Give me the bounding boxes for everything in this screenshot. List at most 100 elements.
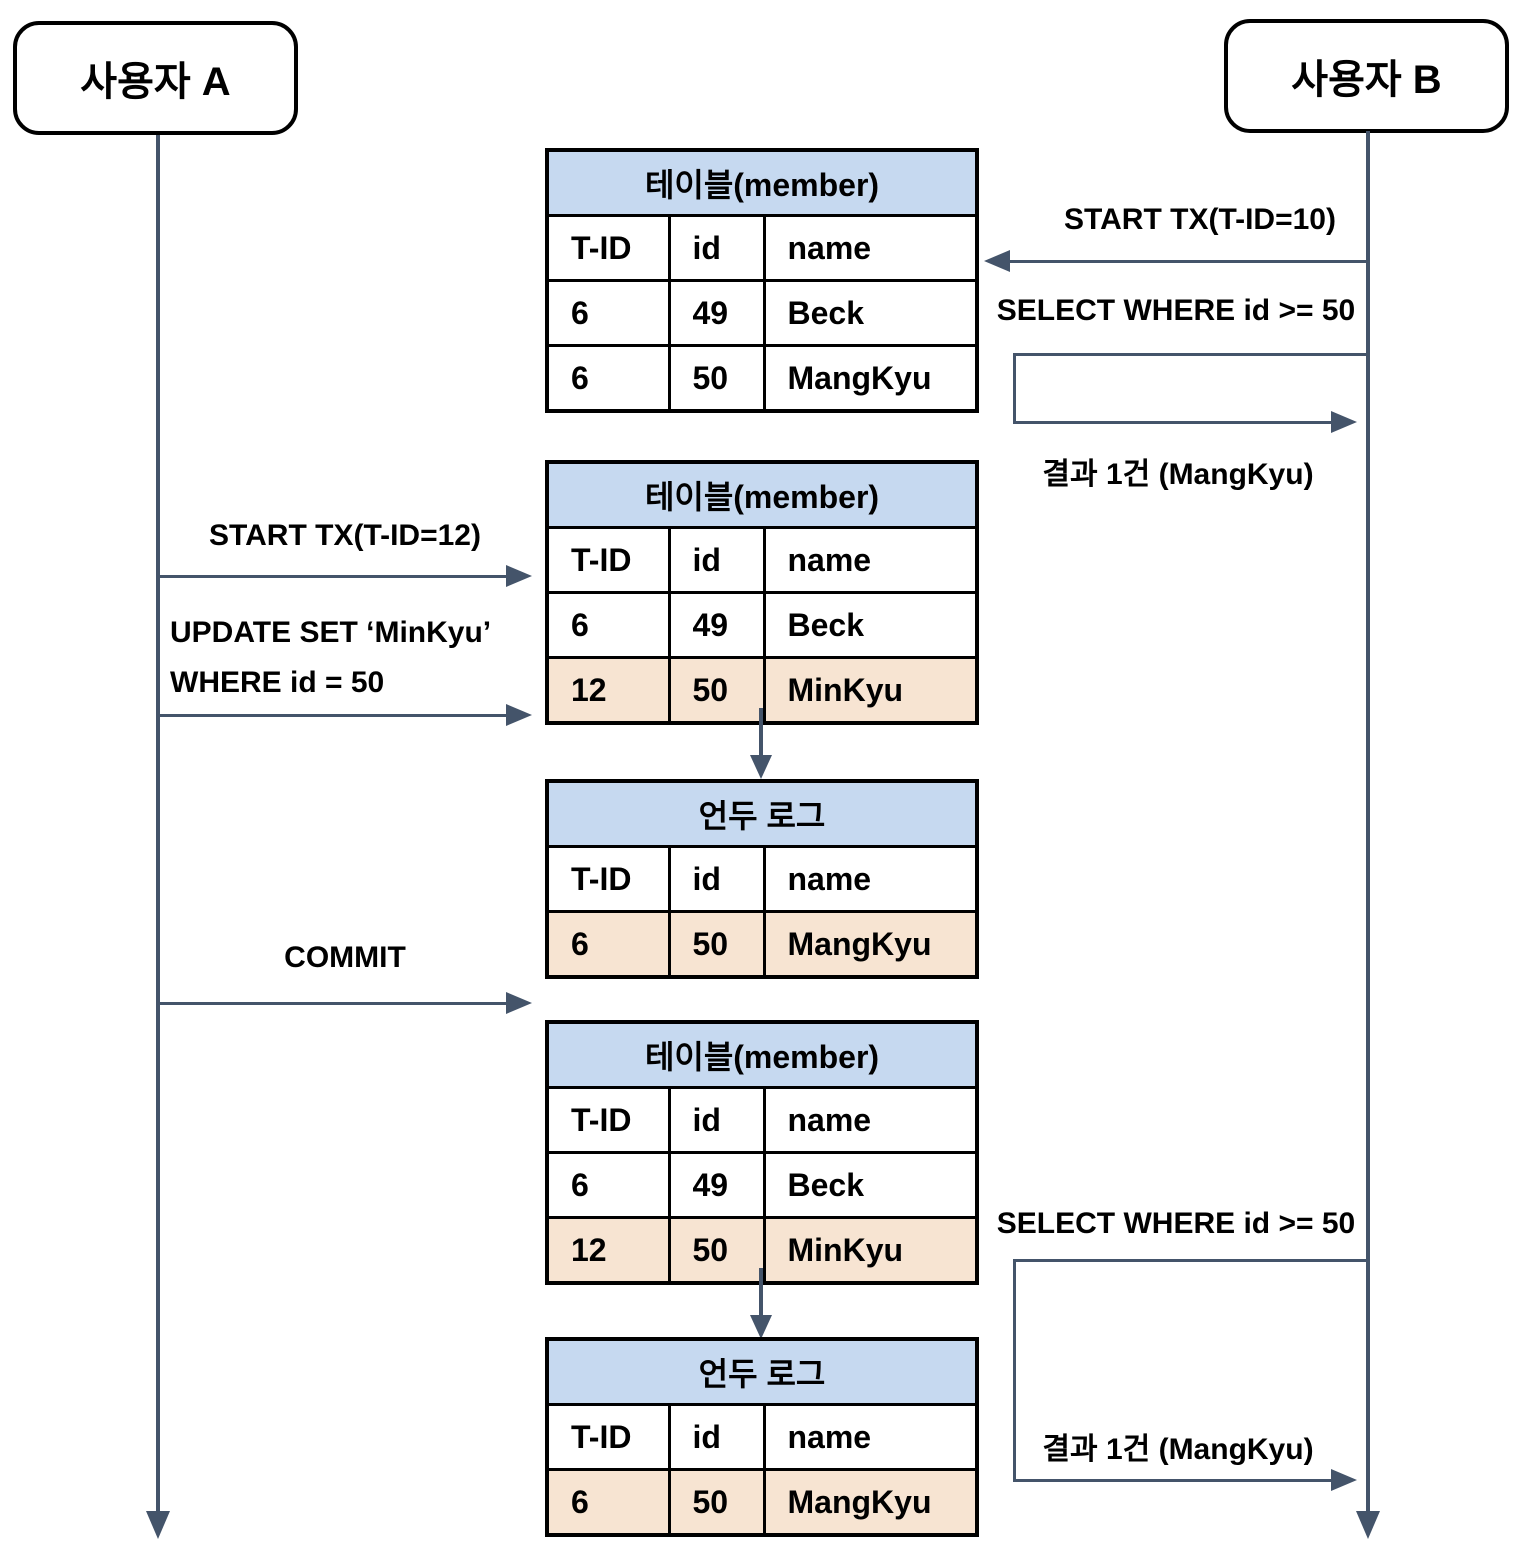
table-cell: 12 (545, 1216, 671, 1285)
table-row-highlighted: 6 50 MangKyu (545, 910, 979, 979)
message-label-update-line2: WHERE id = 50 (170, 666, 385, 699)
table-title: 언두 로그 (545, 779, 979, 848)
message-label-result-b2: 결과 1건 (MangKyu) (1042, 1433, 1314, 1466)
table-row-highlighted: 12 50 MinKyu (545, 656, 979, 725)
table-header-row: T-ID id name (545, 214, 979, 282)
arrow-u1-left (1013, 353, 1016, 424)
column-header: T-ID (545, 845, 671, 913)
arrowhead-left-icon (984, 250, 1010, 272)
column-header: name (762, 1403, 979, 1471)
lifeline-b-arrowhead-icon (1356, 1511, 1380, 1539)
table-cell: Beck (762, 279, 979, 347)
table-header-row: T-ID id name (545, 1086, 979, 1154)
actor-user-b: 사용자 B (1224, 19, 1509, 133)
arrowhead-down-icon (750, 755, 772, 779)
table-cell: MangKyu (762, 1468, 979, 1537)
table-cell: 6 (545, 910, 671, 979)
table-cell: 49 (667, 591, 766, 659)
message-label-select-b2: SELECT WHERE id >= 50 (996, 1207, 1356, 1240)
column-header: id (667, 214, 766, 282)
table-cell: 50 (667, 1468, 766, 1537)
table-title-row: 언두 로그 (545, 1337, 979, 1406)
member-table-3: 테이블(member) T-ID id name 6 49 Beck 12 50… (545, 1020, 980, 1285)
table-cell: 49 (667, 1151, 766, 1219)
table-cell: 49 (667, 279, 766, 347)
table-title: 언두 로그 (545, 1337, 979, 1406)
member-table-2: 테이블(member) T-ID id name 6 49 Beck 12 50… (545, 460, 980, 725)
table-row-highlighted: 6 50 MangKyu (545, 1468, 979, 1537)
table-row: 6 49 Beck (545, 279, 979, 347)
message-label-result-b1: 결과 1건 (MangKyu) (1042, 458, 1314, 491)
table-cell: 6 (545, 279, 671, 347)
table-header-row: T-ID id name (545, 1403, 979, 1471)
column-header: id (667, 526, 766, 594)
arrow-update (158, 714, 506, 717)
table-cell: 50 (667, 656, 766, 725)
table-row: 6 49 Beck (545, 591, 979, 659)
column-header: name (762, 1086, 979, 1154)
actor-user-a-label: 사용자 A (80, 60, 231, 104)
lifeline-a-arrowhead-icon (146, 1511, 170, 1539)
table-cell: 12 (545, 656, 671, 725)
column-header: name (762, 526, 979, 594)
table-cell: MinKyu (762, 656, 979, 725)
column-header: T-ID (545, 526, 671, 594)
arrowhead-right-icon (506, 704, 532, 726)
column-header: T-ID (545, 214, 671, 282)
arrowhead-down-icon (750, 1315, 772, 1339)
lifeline-user-b (1366, 131, 1370, 1513)
table-title: 테이블(member) (545, 1020, 979, 1089)
message-label-update-line1: UPDATE SET ‘MinKyu’ (170, 616, 492, 649)
actor-user-b-label: 사용자 B (1291, 58, 1442, 102)
arrow-u2-bottom (1013, 1479, 1331, 1482)
actor-user-a: 사용자 A (13, 21, 298, 135)
column-header: name (762, 845, 979, 913)
table-header-row: T-ID id name (545, 845, 979, 913)
column-header: id (667, 845, 766, 913)
arrow-u1-top (1013, 353, 1370, 356)
column-header: id (667, 1086, 766, 1154)
message-label-commit: COMMIT (284, 941, 406, 974)
arrow-to-undo-log-1 (759, 708, 763, 757)
message-label-start-tx-a: START TX(T-ID=12) (209, 519, 481, 552)
column-header: id (667, 1403, 766, 1471)
arrowhead-right-icon (506, 992, 532, 1014)
table-row-highlighted: 12 50 MinKyu (545, 1216, 979, 1285)
arrow-to-undo-log-2 (759, 1268, 763, 1317)
table-cell: Beck (762, 1151, 979, 1219)
undo-log-table-1: 언두 로그 T-ID id name 6 50 MangKyu (545, 779, 980, 979)
member-table-1: 테이블(member) T-ID id name 6 49 Beck 6 50 … (545, 148, 980, 413)
arrow-u2-left (1013, 1259, 1016, 1482)
table-cell: MinKyu (762, 1216, 979, 1285)
column-header: T-ID (545, 1086, 671, 1154)
table-title-row: 테이블(member) (545, 1020, 979, 1089)
table-cell: Beck (762, 591, 979, 659)
arrowhead-right-icon (506, 565, 532, 587)
arrow-commit (158, 1002, 506, 1005)
table-cell: 50 (667, 910, 766, 979)
arrow-u1-bottom (1013, 421, 1331, 424)
table-title-row: 테이블(member) (545, 148, 979, 217)
table-cell: 6 (545, 1468, 671, 1537)
table-cell: MangKyu (762, 344, 979, 413)
arrow-start-tx-a (158, 575, 506, 578)
table-row: 6 50 MangKyu (545, 344, 979, 413)
arrow-start-tx-b (1010, 260, 1368, 263)
table-cell: 6 (545, 591, 671, 659)
table-cell: 6 (545, 344, 671, 413)
table-cell: MangKyu (762, 910, 979, 979)
table-title: 테이블(member) (545, 460, 979, 529)
message-label-start-tx-b: START TX(T-ID=10) (1064, 203, 1336, 236)
arrowhead-right-icon (1331, 411, 1357, 433)
table-title-row: 언두 로그 (545, 779, 979, 848)
table-cell: 50 (667, 344, 766, 413)
lifeline-user-a (156, 135, 160, 1513)
table-cell: 6 (545, 1151, 671, 1219)
table-title-row: 테이블(member) (545, 460, 979, 529)
undo-log-table-2: 언두 로그 T-ID id name 6 50 MangKyu (545, 1337, 980, 1537)
arrowhead-right-icon (1331, 1469, 1357, 1491)
arrow-u2-top (1013, 1259, 1370, 1262)
table-header-row: T-ID id name (545, 526, 979, 594)
column-header: T-ID (545, 1403, 671, 1471)
